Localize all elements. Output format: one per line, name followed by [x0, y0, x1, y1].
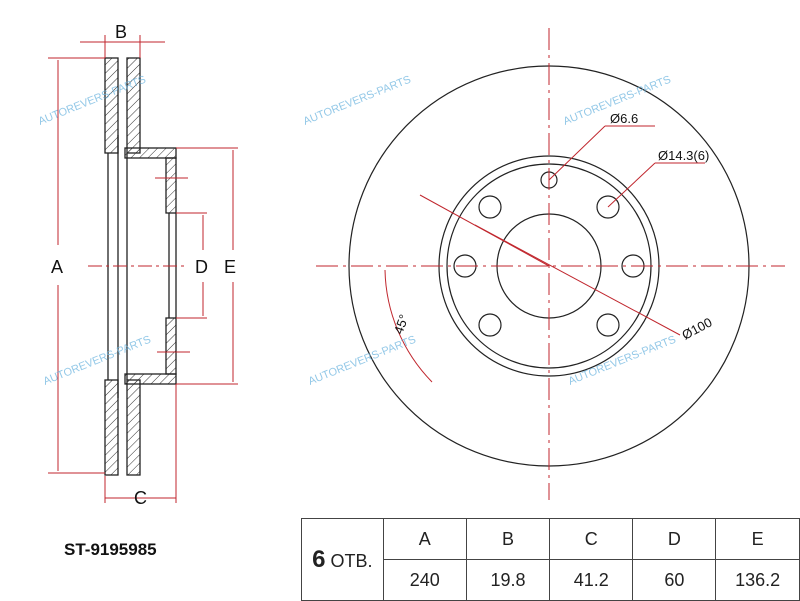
- holes-cell: 6 ОТВ.: [301, 518, 384, 601]
- front-dimensions: [316, 28, 785, 500]
- section-dimensions: [48, 35, 238, 503]
- value-d: 60: [632, 559, 717, 601]
- holes-unit: ОТВ.: [330, 550, 373, 571]
- header-b: B: [465, 518, 551, 560]
- small-hole-label: Ø6.6: [610, 111, 638, 126]
- header-e: E: [715, 518, 800, 560]
- dim-label-b: B: [115, 22, 127, 42]
- dim-label-e: E: [224, 257, 236, 277]
- bolt-hole-label: Ø14.3(6): [658, 148, 709, 163]
- pcd-label: Ø100: [679, 314, 714, 342]
- dimensions-table: 6 ОТВ. A B C D E 240 19.8 41.2 60 136.2: [301, 518, 800, 601]
- header-d: D: [632, 518, 717, 560]
- watermark: AUTOREVERS-PARTS: [302, 74, 413, 128]
- watermark: AUTOREVERS-PARTS: [567, 334, 678, 388]
- value-a: 240: [382, 559, 467, 601]
- value-c: 41.2: [549, 559, 634, 601]
- watermark: AUTOREVERS-PARTS: [307, 334, 418, 388]
- dim-label-d: D: [195, 257, 208, 277]
- value-b: 19.8: [465, 559, 551, 601]
- dim-label-c: C: [134, 488, 147, 508]
- header-c: C: [549, 518, 634, 560]
- angle-label: 45°: [391, 312, 412, 336]
- part-number: ST-9195985: [64, 540, 157, 559]
- header-a: A: [382, 518, 467, 560]
- value-e: 136.2: [715, 559, 800, 601]
- dim-label-a: A: [51, 257, 63, 277]
- holes-count: 6: [312, 545, 326, 573]
